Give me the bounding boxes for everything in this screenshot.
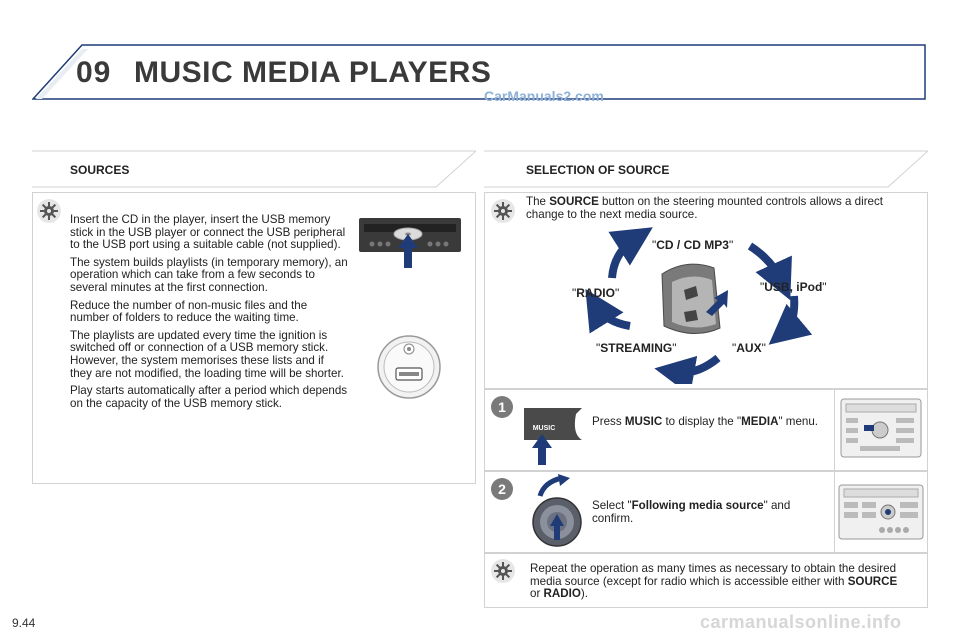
chapter-number: 09 <box>76 56 112 89</box>
step-1-text: Press MUSIC to display the "MEDIA" menu. <box>592 415 822 429</box>
media-keyword: MEDIA <box>741 415 779 428</box>
quote-mark: " <box>596 341 601 355</box>
selection-intro-text: The SOURCE button on the steering mounte… <box>526 195 896 221</box>
sources-paragraph: The system builds playlists (in temporar… <box>70 255 348 294</box>
step-text: " and confirm. <box>592 499 791 525</box>
sources-paragraph: The playlists are updated every time the… <box>70 328 344 380</box>
step-number-badge: 1 <box>491 396 513 418</box>
page-number: 9.44 <box>12 616 36 630</box>
header-banner <box>32 44 926 100</box>
cd-player-illustration <box>359 218 461 268</box>
step-text: to display the " <box>662 415 742 428</box>
step-text: " menu. <box>778 415 819 428</box>
step-divider <box>834 389 835 471</box>
source-name: STREAMING <box>600 341 673 355</box>
source-name: USB, iPod <box>764 280 823 294</box>
site-watermark[interactable]: carmanualsonline.info <box>700 612 902 632</box>
repeat-text-part: Repeat the operation as many times as ne… <box>530 562 897 588</box>
quote-mark: " <box>652 238 657 252</box>
quote-mark: " <box>822 280 827 294</box>
sources-heading-bar <box>32 150 476 188</box>
step-2-text: Select "Following media source" and conf… <box>592 499 824 525</box>
usb-port-illustration <box>377 335 441 399</box>
step-number: 2 <box>498 481 506 497</box>
source-name: RADIO <box>576 286 615 300</box>
music-keyword: MUSIC <box>624 415 663 428</box>
step-number-badge: 2 <box>491 478 513 500</box>
radio-keyword: RADIO <box>543 587 581 601</box>
radio-panel-illustration <box>840 398 922 458</box>
chapter-title: MUSIC MEDIA PLAYERS <box>134 56 492 89</box>
quote-mark: " <box>728 238 734 252</box>
source-name: CD / CD MP3 <box>656 238 729 252</box>
tip-gear-icon <box>491 559 515 583</box>
sources-heading: SOURCES <box>70 163 130 177</box>
rotary-knob-illustration <box>532 474 582 547</box>
source-label-usb: "USB, iPod" <box>760 280 827 294</box>
source-label-radio: "RADIO" <box>572 286 619 300</box>
repeat-panel <box>484 553 928 608</box>
selection-heading-bar <box>484 150 928 188</box>
quote-mark: " <box>761 341 766 355</box>
sources-text: Insert the CD in the player, insert the … <box>70 213 348 415</box>
sources-paragraph: Insert the CD in the player, insert the … <box>70 213 346 252</box>
watermark-text[interactable]: CarManuals2.com <box>484 88 604 104</box>
tip-gear-icon <box>37 199 61 223</box>
source-name: AUX <box>736 341 762 355</box>
intro-text: button on the steering mounted controls … <box>526 195 884 221</box>
source-keyword: SOURCE <box>549 195 599 208</box>
quote-mark: " <box>672 341 677 355</box>
music-button-illustration: MUSIC <box>524 408 582 465</box>
sources-paragraph: Reduce the number of non-music files and… <box>70 298 308 325</box>
step-divider <box>834 471 835 553</box>
quote-mark: " <box>760 280 765 294</box>
source-keyword: SOURCE <box>847 574 898 588</box>
selection-heading: SELECTION OF SOURCE <box>526 163 670 177</box>
source-cycle-diagram <box>585 227 813 384</box>
repeat-text-part: ). <box>580 587 588 601</box>
quote-mark: " <box>572 286 577 300</box>
repeat-text-part: or <box>530 587 544 601</box>
repeat-text: Repeat the operation as many times as ne… <box>530 562 910 601</box>
intro-text: The <box>526 195 550 208</box>
step-text: Select " <box>592 499 632 512</box>
step-number: 1 <box>498 399 506 415</box>
step-text: Press <box>592 415 625 428</box>
music-button-label: MUSIC <box>533 425 556 432</box>
sources-paragraph: Play starts automatically after a period… <box>70 384 348 410</box>
tip-gear-icon <box>491 199 515 223</box>
following-media-keyword: Following media source <box>631 499 764 512</box>
quote-mark: " <box>614 286 620 300</box>
source-label-aux: "AUX" <box>732 341 766 355</box>
quote-mark: " <box>732 341 737 355</box>
source-label-streaming: "STREAMING" <box>596 341 677 355</box>
radio-panel-illustration <box>838 484 924 540</box>
source-label-cd: "CD / CD MP3" <box>652 238 733 252</box>
